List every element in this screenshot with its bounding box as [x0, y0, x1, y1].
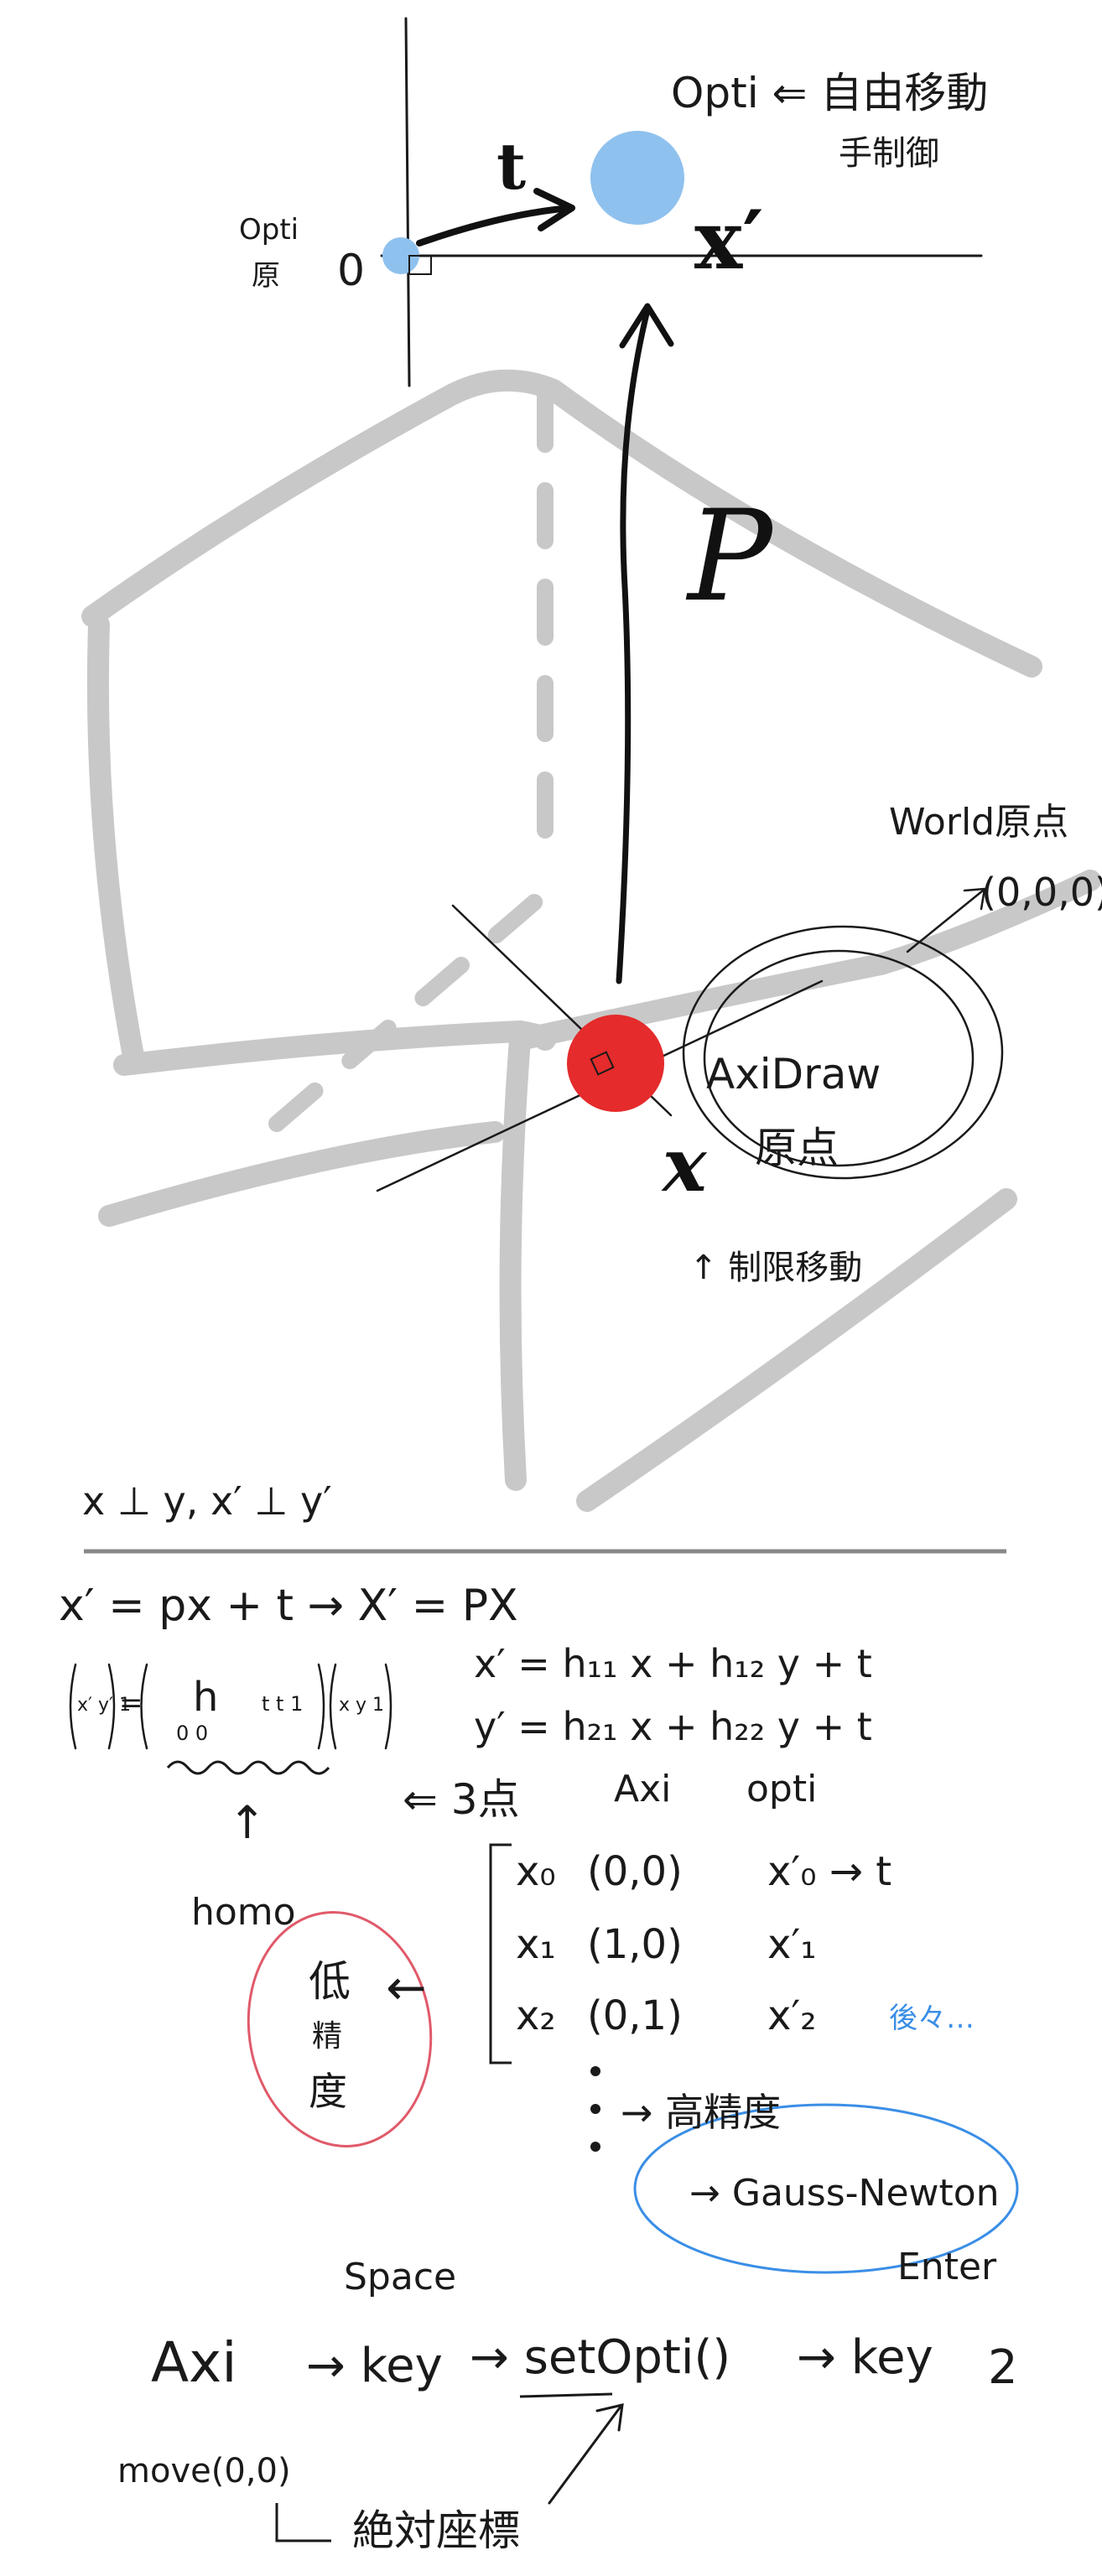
limited-move-note: ↑ 制限移動 [689, 1249, 862, 1287]
gauss-newton-circle [633, 2103, 1019, 2274]
t-vector-arrow [416, 188, 575, 247]
axidraw-label-2: 原点 [755, 1124, 839, 1172]
p-label: P [685, 484, 775, 630]
opti-axes [380, 17, 983, 387]
world-origin-coords: (0,0,0) [981, 870, 1102, 915]
opti-origin-label-1: Opti [239, 213, 299, 247]
matrix-zeros: 0 0 [176, 1722, 208, 1745]
column-opti-header: opti [746, 1768, 817, 1810]
world-origin-label: World原点 [889, 801, 1068, 844]
row-1-opti: x′₁ [767, 1921, 817, 1968]
world-pointer [906, 887, 986, 953]
row-0-opti: x′₀ → t [767, 1848, 891, 1895]
equation-1: x′ = px + t → X′ = PX [59, 1581, 518, 1631]
row-0-axi: (0,0) [587, 1848, 683, 1895]
second-key-suffix: 2 [988, 2340, 1018, 2395]
column-axi-header: Axi [614, 1768, 671, 1810]
axidraw-origin-circle [682, 925, 1004, 1180]
set-opti-step: → setOpti() [470, 2330, 730, 2385]
low-precision-arrow: ← [386, 1959, 427, 2016]
origin-marker [408, 255, 432, 275]
axidraw-right-angle [590, 1051, 615, 1076]
space-key-label: Space [344, 2256, 456, 2298]
low-precision-char-3: 度 [309, 2069, 347, 2114]
set-opti-underline [519, 2392, 613, 2398]
opti-origin-label-2: 原 [252, 259, 280, 293]
low-precision-char-1: 低 [309, 1957, 351, 2006]
three-points-label: ⇐ 3点 [403, 1775, 520, 1824]
row-0-label: x₀ [516, 1848, 556, 1895]
low-precision-circle [247, 1911, 433, 2148]
row-2-label: x₂ [516, 1992, 556, 2039]
enter-key-label: Enter [897, 2246, 997, 2288]
matrix-equals: = [119, 1686, 143, 1720]
opti-hand-control-note: 手制御 [839, 134, 939, 173]
t-vector-label: t [496, 129, 526, 204]
later-note: 後々… [889, 2002, 975, 2035]
row-1-label: x₁ [516, 1921, 556, 1968]
equation-hx: x′ = h₁₁ x + h₁₂ y + t [474, 1641, 872, 1686]
matrix-left-vector: x′ y′ 1 [77, 1695, 131, 1716]
continuation-dots [590, 2066, 600, 2152]
x-prime-label: x′ [694, 193, 764, 288]
second-key-step: → key [797, 2330, 933, 2385]
high-precision-label: → 高精度 [621, 2090, 781, 2135]
opti-target-dot [590, 131, 684, 225]
absolute-coords-arrow [548, 2403, 624, 2505]
absolute-coords-hook [275, 2503, 331, 2542]
cube-dashed-edges [268, 386, 554, 1132]
points-bracket [489, 1843, 512, 2064]
p-transform-arrow [616, 303, 674, 984]
row-2-opti: x′₂ [767, 1992, 817, 2039]
perpendicular-note: x ⊥ y, x′ ⊥ y′ [82, 1478, 332, 1524]
first-key-step: → key [306, 2339, 443, 2393]
absolute-coords-label: 絶対座標 [352, 2506, 520, 2555]
move-command: move(0,0) [117, 2452, 291, 2490]
axidraw-x-label: x [661, 1121, 708, 1208]
homo-underline [166, 1760, 330, 1775]
homo-arrow: ↑ [228, 1796, 266, 1849]
opti-free-move-note: Opti ⇐ 自由移動 [671, 69, 988, 117]
row-1-axi: (1,0) [587, 1921, 683, 1968]
equation-hy: y′ = h₂₁ x + h₂₂ y + t [474, 1704, 872, 1749]
axidraw-origin-dot [567, 1015, 664, 1112]
matrix-h: h [193, 1674, 218, 1721]
axidraw-label-1: AxiDraw [706, 1050, 881, 1098]
gauss-newton-label: → Gauss-Newton [689, 2172, 1000, 2215]
row-2-axi: (0,1) [587, 1992, 683, 2039]
axi-workflow-start: Axi [151, 2330, 237, 2395]
world-cube [81, 369, 1101, 1512]
matrix-right-vector: x y 1 [339, 1695, 384, 1716]
homography-matrix [69, 1663, 392, 1750]
matrix-t-column: t t 1 [262, 1692, 303, 1716]
origin-zero-label: 0 [337, 246, 365, 296]
low-precision-char-2: 精 [312, 2019, 342, 2054]
homo-label: homo [191, 1891, 296, 1934]
